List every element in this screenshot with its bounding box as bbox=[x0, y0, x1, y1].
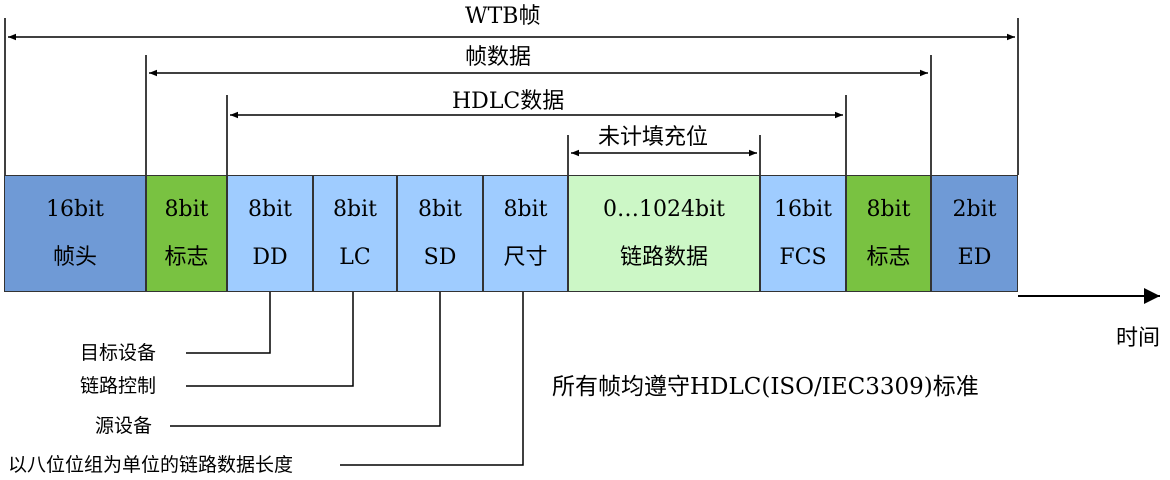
standard-note: 所有帧均遵守HDLC(ISO/IEC3309)标准 bbox=[552, 374, 979, 400]
hdlc-data-label: HDLC数据 bbox=[448, 90, 569, 114]
field-size: 8bit bbox=[164, 197, 209, 222]
annotation-lc: 链路控制 bbox=[80, 375, 157, 397]
field-name: 尺寸 bbox=[503, 245, 548, 270]
field-link-data: 0…1024bit 链路数据 bbox=[568, 175, 760, 292]
field-ed: 2bit ED bbox=[931, 175, 1018, 292]
field-size: 8bit bbox=[248, 197, 292, 222]
field-name: LC bbox=[339, 245, 371, 270]
field-fcs: 16bit FCS bbox=[760, 175, 846, 292]
wtb-frame-label: WTB帧 bbox=[461, 5, 545, 29]
field-sd: 8bit SD bbox=[397, 175, 483, 292]
annotation-sd: 源设备 bbox=[95, 415, 153, 437]
field-lc: 8bit LC bbox=[313, 175, 397, 292]
annotation-leaders bbox=[170, 292, 524, 466]
frame-data-label: 帧数据 bbox=[461, 46, 536, 70]
extension-lines bbox=[4, 18, 1019, 175]
field-size: 16bit bbox=[774, 197, 832, 222]
field-name: FCS bbox=[779, 245, 827, 270]
field-size: 8bit bbox=[866, 197, 911, 222]
field-size: 8bit bbox=[333, 197, 377, 222]
annotation-dd: 目标设备 bbox=[80, 342, 157, 364]
field-size: 8bit bbox=[503, 197, 548, 222]
field-name: 标志 bbox=[164, 245, 209, 270]
field-flag-end: 8bit 标志 bbox=[846, 175, 931, 292]
annotation-size: 以八位位组为单位的链路数据长度 bbox=[8, 454, 294, 476]
field-size: 16bit bbox=[46, 197, 104, 222]
field-size-length: 8bit 尺寸 bbox=[483, 175, 568, 292]
field-name: SD bbox=[423, 245, 457, 270]
field-header: 16bit 帧头 bbox=[4, 175, 146, 292]
field-name: 链路数据 bbox=[619, 245, 708, 270]
field-flag-start: 8bit 标志 bbox=[146, 175, 227, 292]
field-name: ED bbox=[957, 245, 992, 270]
time-axis-label: 时间 bbox=[1116, 326, 1161, 351]
field-name: 帧头 bbox=[52, 245, 97, 270]
field-dd: 8bit DD bbox=[227, 175, 313, 292]
field-name: DD bbox=[252, 245, 288, 270]
field-name: 标志 bbox=[866, 245, 911, 270]
field-size: 8bit bbox=[418, 197, 462, 222]
uncounted-fill-label: 未计填充位 bbox=[594, 126, 713, 150]
field-size: 0…1024bit bbox=[603, 197, 725, 222]
field-size: 2bit bbox=[952, 197, 997, 222]
